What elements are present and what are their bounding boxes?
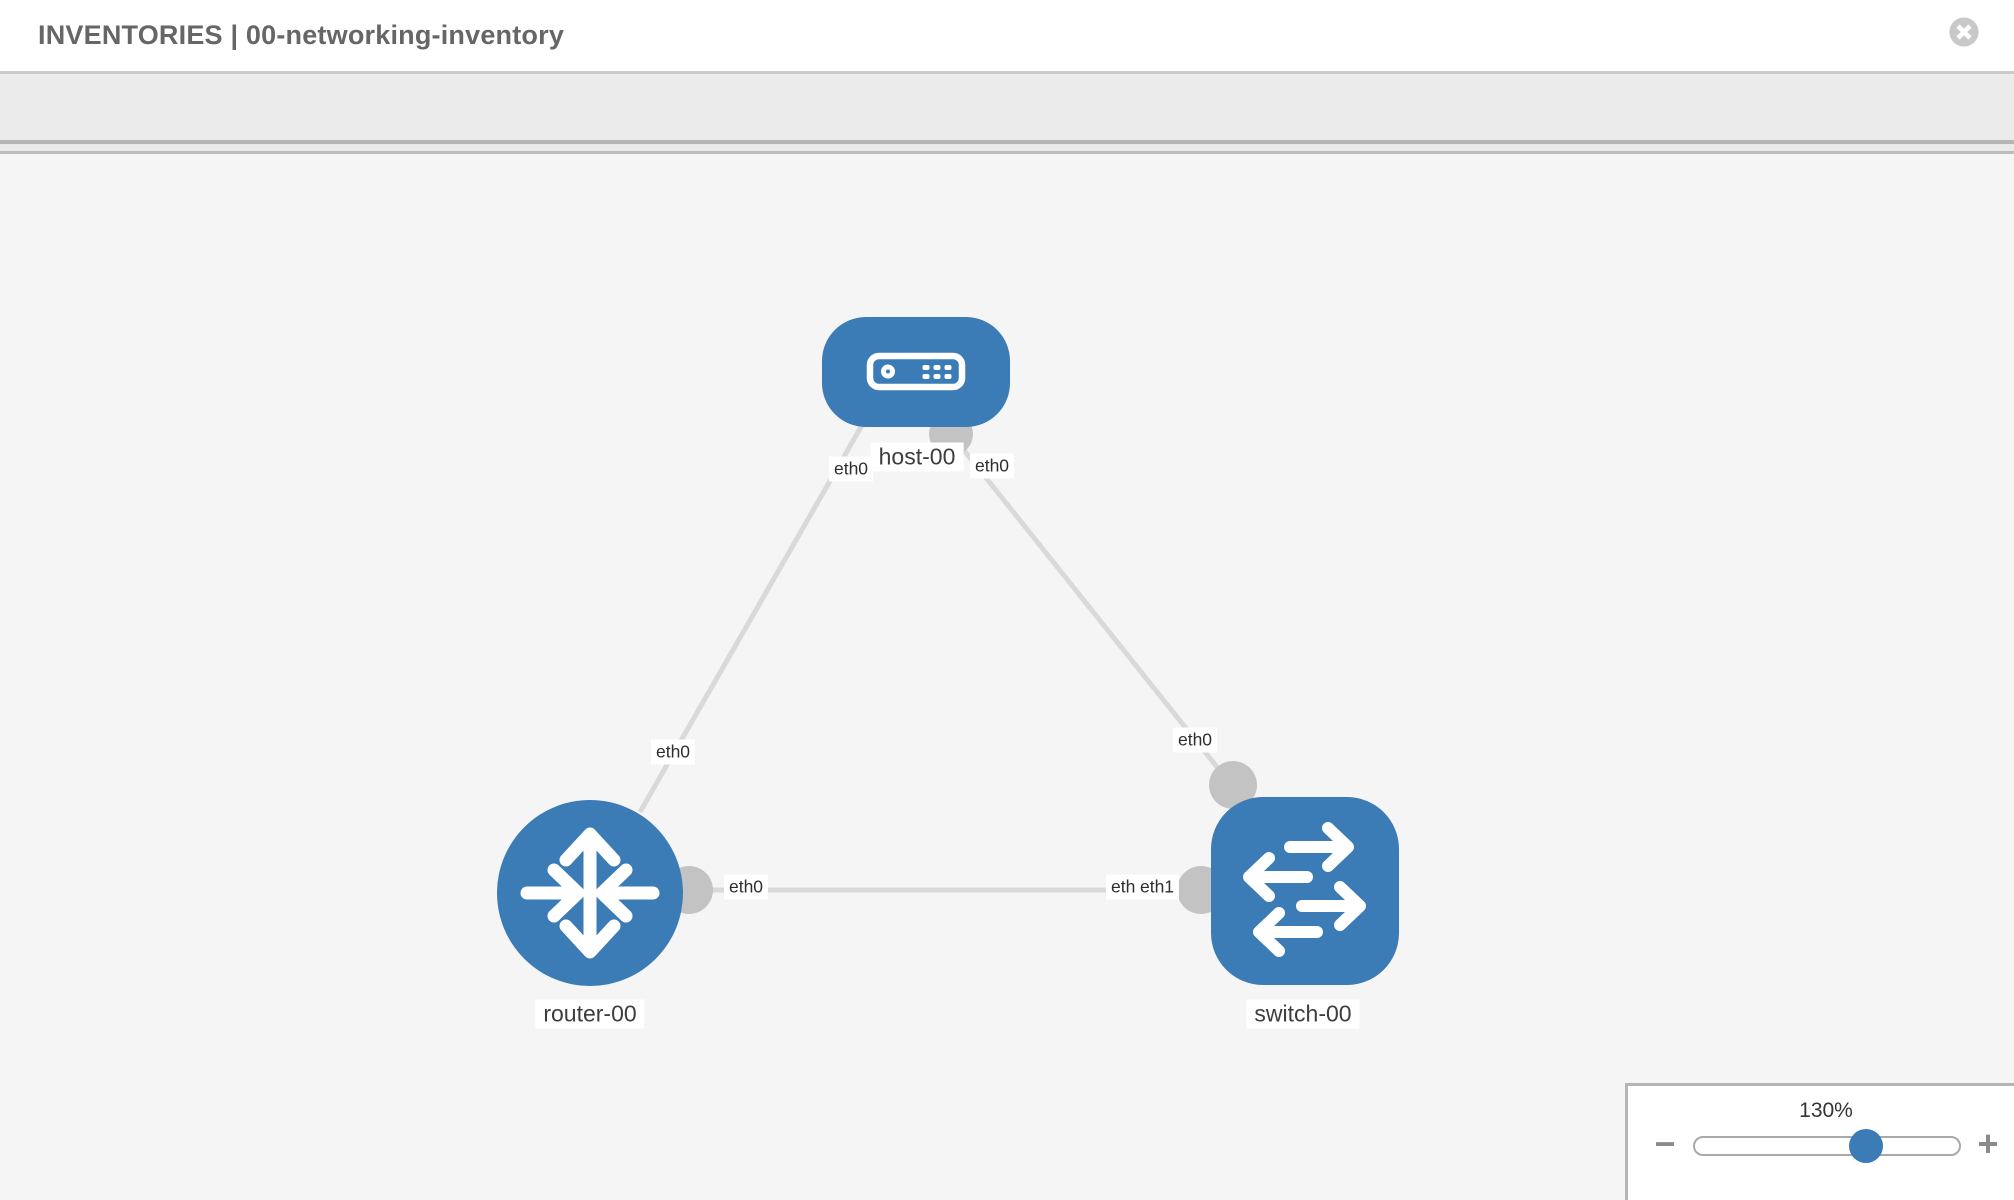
node-router[interactable]: [497, 800, 683, 986]
zoom-out-button[interactable]: −: [1654, 1123, 1676, 1164]
interface-label-switch-diag-eth0: eth0: [1172, 727, 1218, 753]
node-switch[interactable]: [1211, 797, 1399, 985]
switch-node-label: switch-00: [1246, 999, 1360, 1029]
zoom-in-button[interactable]: +: [1977, 1123, 1999, 1164]
close-button[interactable]: [1948, 17, 1980, 49]
zoom-slider-track[interactable]: [1693, 1136, 1961, 1156]
router-node-label: router-00: [535, 999, 645, 1029]
host-icon: [866, 352, 966, 391]
page-title: INVENTORIES | 00-networking-inventory: [38, 20, 565, 50]
host-node-label: host-00: [870, 442, 964, 472]
router-icon: [520, 827, 660, 959]
interface-label-host-eth0-left: eth0: [828, 456, 874, 482]
zoom-control-panel: 130% − +: [1625, 1083, 2014, 1200]
interface-label-link-switch-eth1: eth1: [1134, 874, 1180, 900]
close-icon: [1949, 17, 1979, 47]
zoom-level-value: 130%: [1799, 1099, 1853, 1122]
toolbar-divider: [0, 140, 2014, 144]
links-layer: [637, 418, 1235, 893]
toolbar: ACTIONS SEARCH: [0, 74, 2014, 213]
node-host[interactable]: [822, 317, 1010, 427]
ports-layer: [665, 412, 1257, 914]
canvas-top-border: [0, 151, 2014, 154]
interface-label-router-diag-eth0: eth0: [650, 739, 696, 765]
interface-label-link-router-eth0: eth0: [723, 874, 769, 900]
interface-label-host-eth0-right: eth0: [969, 453, 1015, 479]
separator-band: [0, 144, 2014, 151]
header: INVENTORIES | 00-networking-inventory: [0, 0, 2014, 71]
zoom-slider-thumb[interactable]: [1849, 1129, 1883, 1163]
port-switch-eth0: [1209, 761, 1257, 809]
header-divider: [0, 71, 2014, 74]
switch-icon: [1243, 822, 1366, 957]
topology-canvas[interactable]: host-00 eth0 eth0 eth0 eth0 eth0 eth0 et…: [0, 154, 2014, 1200]
